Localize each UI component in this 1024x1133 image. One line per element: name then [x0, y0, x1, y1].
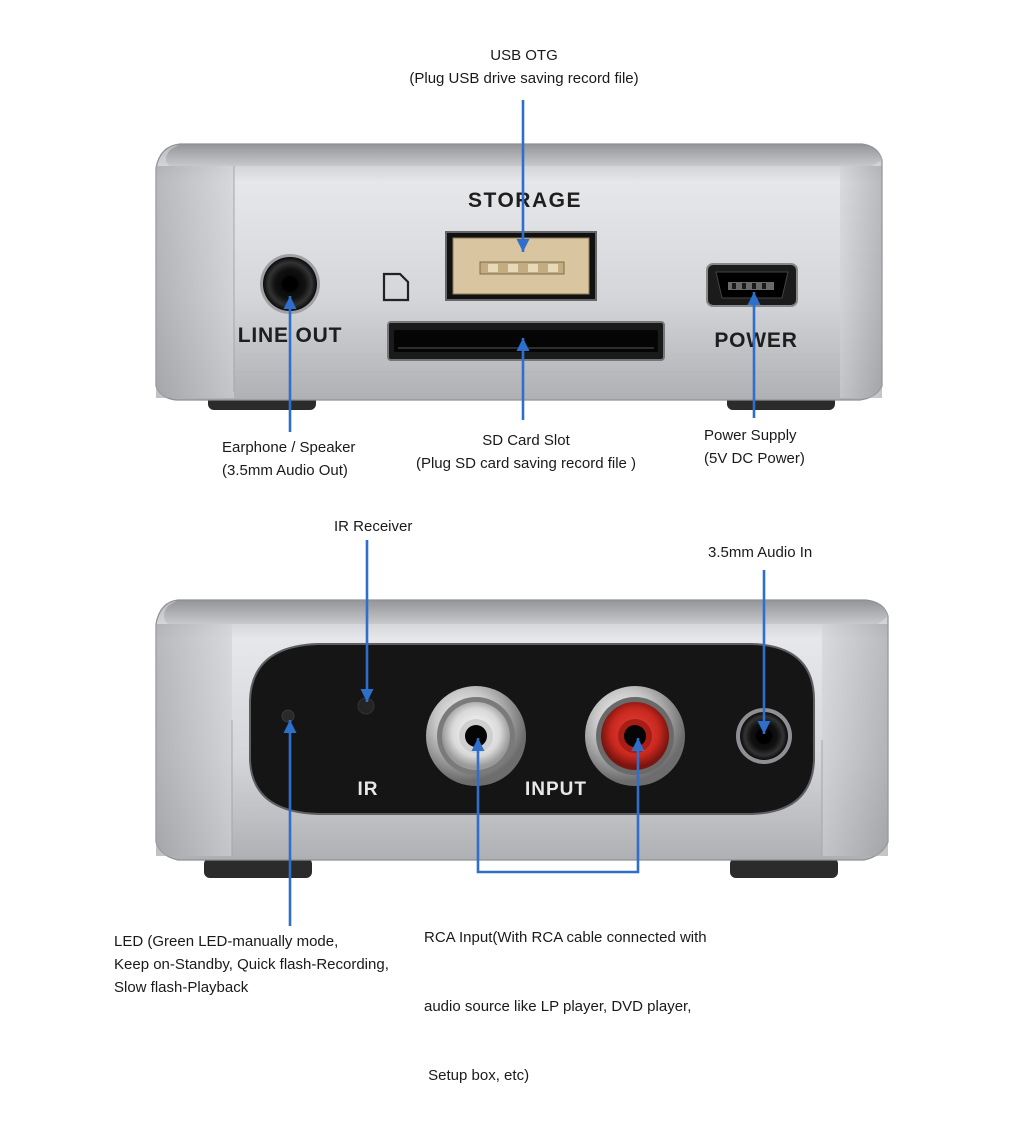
led-indicator	[281, 709, 295, 723]
top-device: STORAGE LINE OUT POWER	[155, 143, 883, 410]
callout-sd-card-desc: (Plug SD card saving record file )	[415, 455, 637, 472]
arrow-rca-white	[476, 738, 520, 874]
callout-rca-input-line2: audio source like LP player, DVD player,	[424, 998, 692, 1015]
callout-ir-receiver-title: IR Receiver	[334, 518, 413, 535]
rca-red-jack	[585, 686, 685, 786]
callout-power-supply-title: Power Supply	[704, 427, 797, 444]
callout-ir-receiver: IR Receiver	[334, 515, 412, 538]
arrow-usb-otg-head	[516, 239, 530, 252]
arrow-led-head	[283, 720, 297, 733]
power-label: POWER	[714, 329, 797, 352]
callout-usb-otg: USB OTG (Plug USB drive saving record fi…	[364, 44, 684, 90]
callout-arrows	[283, 100, 771, 926]
callout-audio-in-title: 3.5mm Audio In	[708, 544, 813, 561]
callout-power-supply: Power Supply (5V DC Power)	[704, 424, 805, 470]
storage-label: STORAGE	[468, 189, 582, 212]
device-illustration: STORAGE LINE OUT POWER	[155, 100, 889, 926]
sd-card-icon	[382, 272, 410, 302]
arrow-earphone-head	[283, 296, 297, 309]
callout-earphone-title: Earphone / Speaker	[222, 439, 356, 456]
callout-audio-in: 3.5mm Audio In	[708, 541, 812, 564]
callout-led-line3: Slow flash-Playback	[114, 979, 249, 996]
diagram-stage: STORAGE LINE OUT POWER	[114, 44, 889, 1084]
arrow-rca-white-head	[471, 738, 485, 751]
arrow-power-supply-head	[747, 292, 761, 305]
callout-usb-otg-title: USB OTG	[490, 47, 558, 64]
callout-led-line1: LED (Green LED-manually mode,	[114, 933, 339, 950]
ir-label: IR	[358, 779, 379, 800]
callout-rca-input: RCA Input(With RCA cable connected with …	[424, 880, 707, 1133]
callout-rca-input-line3: Setup box, etc)	[424, 1067, 530, 1084]
foot-left	[204, 858, 312, 878]
callout-power-supply-desc: (5V DC Power)	[704, 450, 805, 467]
bottom-device: IR INPUT	[155, 599, 889, 878]
callout-earphone-desc: (3.5mm Audio Out)	[222, 462, 348, 479]
arrow-rca-red-head	[631, 738, 645, 751]
arrow-audio-in-head	[757, 721, 771, 734]
foot-right	[730, 858, 838, 878]
callout-usb-otg-desc: (Plug USB drive saving record file)	[409, 70, 639, 87]
callout-sd-card-title: SD Card Slot	[482, 432, 570, 449]
callout-sd-card: SD Card Slot (Plug SD card saving record…	[376, 429, 676, 475]
callout-led: LED (Green LED-manually mode, Keep on-St…	[114, 930, 389, 999]
callout-earphone: Earphone / Speaker (3.5mm Audio Out)	[222, 436, 355, 482]
rca-white-jack	[426, 686, 526, 786]
arrow-rca-red	[520, 738, 640, 874]
callout-rca-input-line1: RCA Input(With RCA cable connected with	[424, 929, 707, 946]
input-label: INPUT	[525, 779, 587, 800]
input-panel	[249, 643, 815, 815]
callout-led-line2: Keep on-Standby, Quick flash-Recording,	[114, 956, 389, 973]
arrow-sd-card-head	[516, 338, 530, 351]
arrow-ir-receiver-head	[360, 689, 374, 702]
